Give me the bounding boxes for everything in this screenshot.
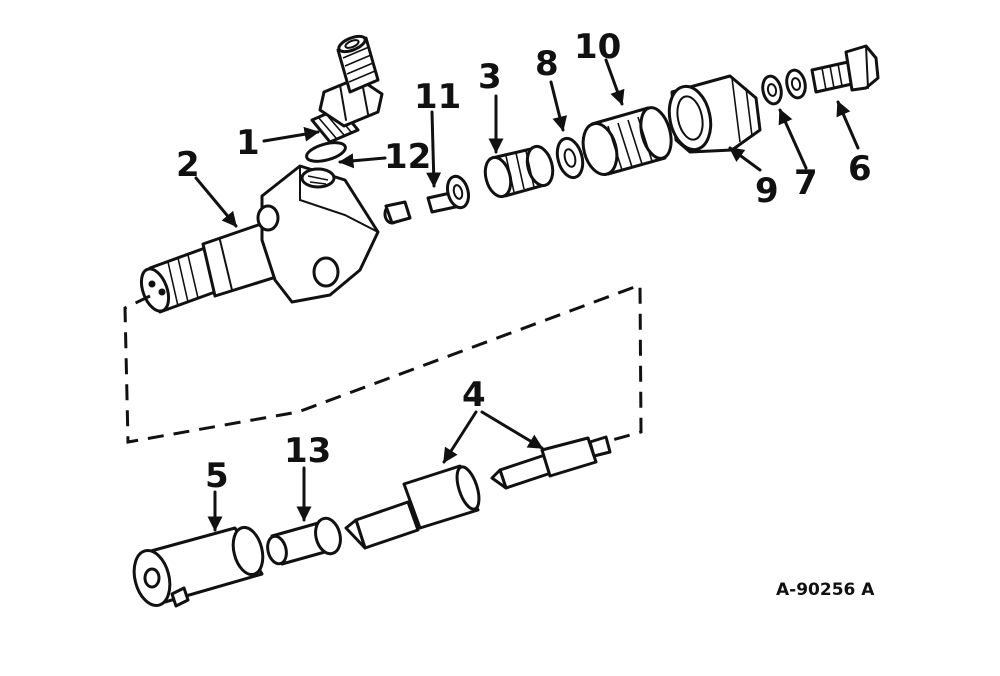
callout-5: 5 [205,456,229,496]
callout-2: 2 [176,145,200,185]
leader-1 [262,126,320,143]
sleeve-part-10 [581,106,673,176]
spring-part-3 [483,144,555,199]
leader-6 [836,100,860,150]
cap-nut-part-9 [667,74,762,154]
explosion-bracket-dashed-line [123,282,643,444]
callout-1: 1 [236,123,260,163]
leader-7 [778,108,808,170]
sleeve-part-13 [266,516,342,566]
callout-6: 6 [848,149,872,189]
callout-11: 11 [414,77,461,117]
callout-4: 4 [462,375,486,415]
callout-12: 12 [384,137,431,177]
leader-10 [604,58,625,106]
callout-labels: 1 2 3 4 5 6 7 8 9 10 11 12 13 [176,27,872,496]
callout-10: 10 [574,27,621,67]
washer-part-8 [555,136,585,180]
gaskets-part-7 [761,68,807,106]
figure-reference-number: A-90256 A [776,580,875,600]
leader-12 [338,153,387,169]
leader-8 [549,80,568,132]
callout-8: 8 [535,44,559,84]
leader-arrows [194,58,860,532]
leader-9 [728,146,762,172]
leader-11 [426,110,442,188]
callout-13: 13 [284,431,331,471]
washer-part-12 [305,141,347,163]
nozzle-nut-part-5 [132,525,265,608]
spindle-part-11 [383,174,471,225]
injector-body-part-2 [139,164,380,314]
leader-4b [480,410,544,450]
callout-9: 9 [755,171,779,211]
callout-7: 7 [794,163,818,203]
nozzle-and-needle-part-4 [344,435,612,550]
leader-2 [194,176,238,228]
leader-4a [442,410,478,464]
screw-part-6 [810,44,880,94]
inlet-fitting-part-1 [310,34,384,144]
callout-3: 3 [478,57,502,97]
